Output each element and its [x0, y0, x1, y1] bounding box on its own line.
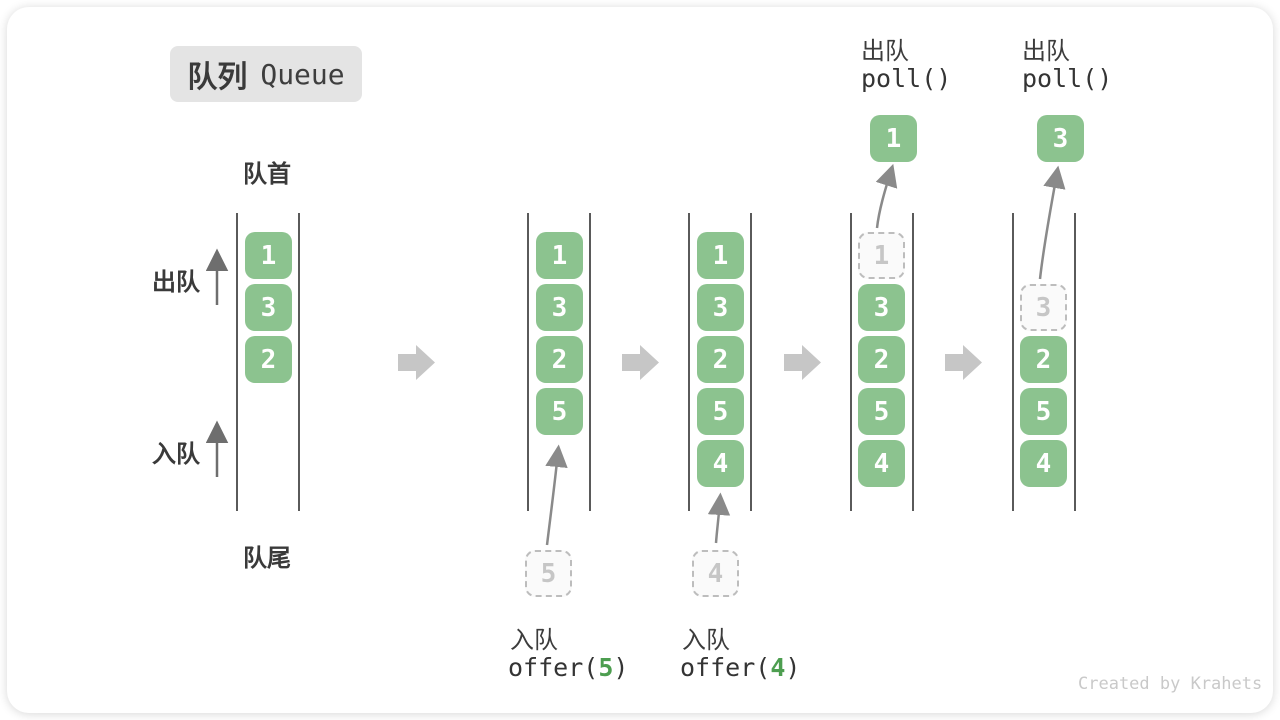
queue-element: 1	[697, 232, 744, 279]
queue-element: 5	[1020, 388, 1067, 435]
polled-element-1: 1	[870, 115, 917, 162]
code-text: offer(	[508, 653, 599, 682]
queue-element: 4	[1020, 440, 1067, 487]
label-enqueue-side: 入队	[152, 441, 200, 468]
queue-element: 2	[1020, 336, 1067, 383]
poll-1-caption: 出队	[861, 38, 909, 65]
label-queue-front: 队首	[243, 161, 291, 188]
queue-element: 5	[536, 388, 583, 435]
removed-slot-3: 3	[1020, 284, 1067, 331]
queue-element: 5	[697, 388, 744, 435]
enqueue-4-caption: 入队	[682, 627, 730, 654]
queue-element: 3	[858, 284, 905, 331]
label-queue-rear: 队尾	[243, 545, 291, 572]
queue-container-2	[527, 213, 591, 511]
poll-1-code: poll()	[861, 64, 952, 93]
poll-2-caption: 出队	[1022, 38, 1070, 65]
queue-element: 5	[858, 388, 905, 435]
code-arg: 4	[770, 653, 786, 682]
label-dequeue-side: 出队	[152, 269, 200, 296]
enqueue-5-caption: 入队	[510, 627, 558, 654]
code-text: )	[785, 653, 801, 682]
queue-element: 3	[245, 284, 292, 331]
title-en: Queue	[260, 57, 345, 91]
queue-element: 3	[697, 284, 744, 331]
queue-container-3	[688, 213, 752, 511]
incoming-element-5: 5	[525, 550, 572, 597]
code-text: )	[613, 653, 629, 682]
canvas-card	[7, 7, 1273, 713]
queue-element: 2	[858, 336, 905, 383]
queue-element: 2	[697, 336, 744, 383]
poll-2-code: poll()	[1022, 64, 1113, 93]
enqueue-5-code: offer(5)	[508, 653, 628, 682]
queue-element: 4	[858, 440, 905, 487]
queue-container-4	[850, 213, 914, 511]
enqueue-4-code: offer(4)	[680, 653, 800, 682]
queue-element: 4	[697, 440, 744, 487]
polled-element-3: 3	[1037, 115, 1084, 162]
queue-element: 2	[245, 336, 292, 383]
queue-container-1	[236, 213, 300, 511]
code-arg: 5	[598, 653, 614, 682]
queue-element: 3	[536, 284, 583, 331]
title-badge: 队列 Queue	[170, 46, 362, 102]
queue-element: 1	[245, 232, 292, 279]
incoming-element-4: 4	[692, 550, 739, 597]
queue-container-5	[1012, 213, 1076, 511]
removed-slot-1: 1	[858, 232, 905, 279]
title-zh: 队列	[187, 61, 248, 94]
watermark-credit: Created by Krahets	[1078, 674, 1263, 694]
queue-element: 2	[536, 336, 583, 383]
code-text: offer(	[680, 653, 771, 682]
queue-element: 1	[536, 232, 583, 279]
